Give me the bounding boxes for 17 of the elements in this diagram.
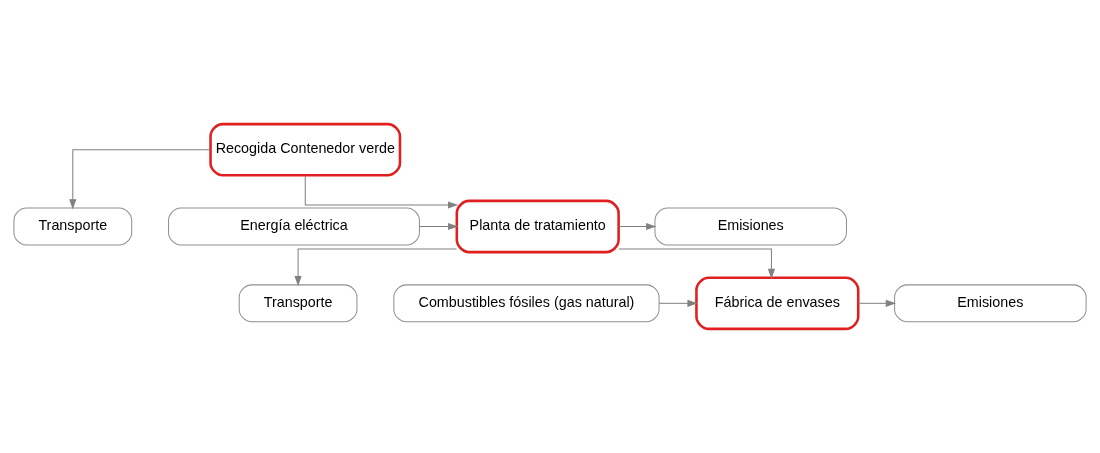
arrow [419,222,459,231]
node-box: Energía eléctrica [168,207,420,246]
node-box: Recogida Contenedor verde [209,122,402,177]
node-box: Emisiones [654,207,847,246]
node-box: Planta de tratamiento [455,199,620,254]
node-box: Combustibles fósiles (gas natural) [393,284,660,323]
arrow [658,299,698,307]
node-box: Transporte [238,284,358,323]
arrow [294,248,458,287]
arrow [304,174,459,209]
node-box: Fábrica de envases [695,276,860,331]
arrow [618,248,776,279]
arrow [618,222,657,231]
arrow [857,299,896,307]
node-box: Transporte [13,207,133,246]
arrow [69,149,211,210]
node-box: Emisiones [894,284,1087,323]
